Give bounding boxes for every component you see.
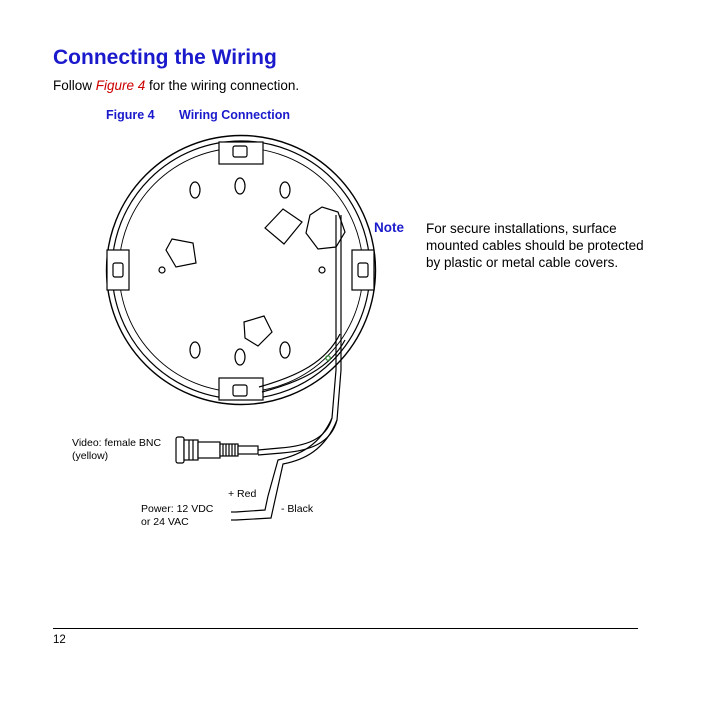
black-wire-label: - Black [281, 503, 314, 515]
mounting-tab-right [351, 249, 375, 291]
red-wire [235, 495, 269, 513]
screw-hole [158, 266, 166, 274]
mounting-hole [189, 181, 201, 199]
base-plate-recess-ring [118, 147, 364, 393]
figure-reference-link[interactable]: Figure 4 [95, 78, 146, 93]
section-heading: Connecting the Wiring [53, 46, 277, 69]
power-cable [267, 417, 333, 497]
power-label: Power: 12 VDC or 24 VAC [141, 503, 213, 529]
base-plate-outer-ring [105, 134, 377, 406]
footer-divider [53, 628, 638, 629]
base-plate-inner-ring [111, 140, 371, 400]
knockout-plate [243, 315, 273, 347]
screw-hole [318, 266, 326, 274]
mounting-hole [279, 181, 291, 199]
video-cable [257, 369, 337, 451]
mounting-hole [234, 348, 246, 366]
knockout-plate [165, 238, 197, 268]
intro-text-before: Follow [53, 78, 96, 93]
mounting-hole [189, 341, 201, 359]
red-wire-label: + Red [228, 488, 257, 500]
mounting-hole [279, 341, 291, 359]
figure-number: Figure 4 [106, 108, 155, 122]
intro-text-after: for the wiring connection. [145, 78, 300, 93]
mounting-tab-top [218, 141, 264, 165]
intro-paragraph: Follow Figure 4 for the wiring connectio… [53, 78, 299, 93]
cable-entry-hex [305, 206, 346, 250]
black-wire [235, 499, 276, 521]
mounting-tab-bottom [218, 377, 264, 401]
note-text: For secure installations, surface mounte… [426, 221, 644, 270]
page-number: 12 [53, 634, 66, 646]
bnc-connector [175, 436, 259, 464]
video-connector-label: Video: female BNC (yellow) [72, 437, 161, 463]
knockout-plate [264, 208, 303, 245]
video-label-line1: Video: female BNC [72, 437, 162, 449]
note-label: Note [374, 220, 404, 235]
figure-title: Wiring Connection [179, 108, 290, 122]
mounting-hole [234, 177, 246, 195]
power-label-line1: Power: 12 VDC [141, 503, 214, 515]
mounting-tab-left [106, 249, 130, 291]
power-label-line2: or 24 VAC [141, 516, 189, 528]
video-label-line2: (yellow) [72, 450, 109, 462]
